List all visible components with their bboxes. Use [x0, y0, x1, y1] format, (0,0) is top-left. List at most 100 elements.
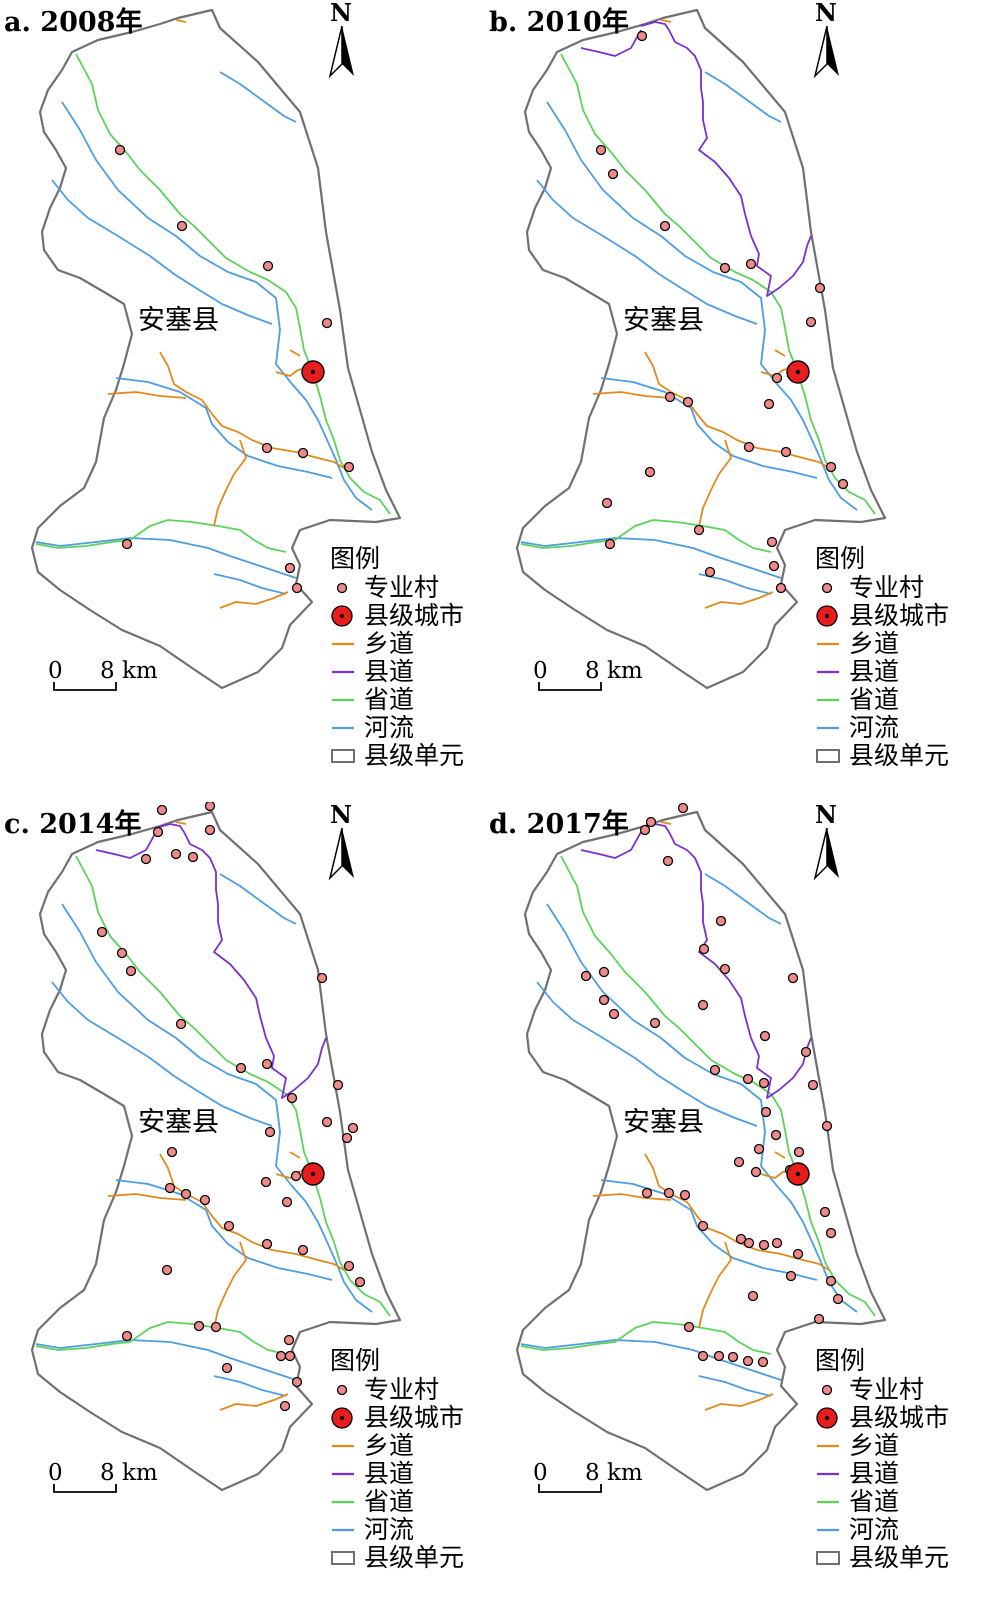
township-road-line [698, 1241, 732, 1329]
north-arrow: N [320, 0, 364, 84]
specialized-village-point [297, 447, 309, 459]
specialized-village-point [771, 1237, 783, 1249]
specialized-village-point [152, 826, 164, 838]
specialized-village-point [727, 1351, 739, 1363]
scale-zero-label: 0 [48, 658, 63, 684]
legend-label: 县级单元 [364, 741, 465, 770]
legend-symbol [821, 1384, 833, 1396]
legend-label: 河流 [849, 713, 900, 742]
specialized-village-point [175, 1018, 187, 1030]
specialized-village-point [682, 396, 694, 408]
specialized-village-point [677, 802, 689, 814]
specialized-village-point [719, 963, 731, 975]
specialized-village-point [697, 999, 709, 1011]
north-arrow-label: N [330, 0, 352, 27]
specialized-village-point [341, 1132, 353, 1144]
township-road-line [592, 391, 672, 399]
specialized-village-point [813, 1313, 825, 1325]
specialized-village-point [758, 1077, 770, 1089]
county-city-marker [786, 1162, 810, 1186]
specialized-village-point [116, 947, 128, 959]
river-line [115, 1179, 333, 1281]
township-road-line [660, 19, 672, 23]
county-city-marker [786, 360, 810, 384]
county-boundary [515, 810, 887, 1492]
legend-item-township-road: 乡道 [330, 630, 500, 658]
township-road-line [107, 1193, 187, 1201]
provincial-road-line [520, 519, 772, 553]
specialized-village-point [792, 1248, 804, 1260]
legend-symbol [332, 642, 354, 646]
specialized-village-point [260, 1176, 272, 1188]
specialized-village-point [715, 915, 727, 927]
township-road-line [704, 591, 774, 609]
legend-symbol [336, 582, 348, 594]
specialized-village-point [261, 442, 273, 454]
county-road-line [640, 823, 812, 1099]
river-line [35, 537, 297, 579]
specialized-village-point [125, 965, 137, 977]
specialized-village-point [262, 260, 274, 272]
river-line [704, 71, 782, 123]
river-line [61, 101, 373, 511]
specialized-village-point [180, 1188, 192, 1200]
specialized-village-point [121, 538, 133, 550]
legend-symbol [816, 749, 840, 763]
specialized-village-point [187, 851, 199, 863]
county-city-marker [301, 1162, 325, 1186]
specialized-village-point [664, 391, 676, 403]
legend-label: 乡道 [364, 629, 415, 658]
scale-distance-label: 8 km [100, 658, 158, 684]
county-road-line [640, 21, 812, 297]
specialized-village-point [747, 1290, 759, 1302]
river-line [536, 981, 758, 1127]
legend-symbol [332, 1444, 354, 1448]
scale-distance-label: 8 km [585, 1460, 643, 1486]
specialized-village-point [604, 538, 616, 550]
specialized-village-point [698, 943, 710, 955]
map-legend: 图例专业村县级城市乡道县道省道河流县级单元 [330, 544, 500, 770]
legend-symbol [821, 582, 833, 594]
township-road-line [175, 821, 187, 825]
specialized-village-point [837, 478, 849, 490]
county-name-label: 安塞县 [138, 1107, 219, 1138]
north-arrow-label: N [815, 0, 837, 27]
legend-symbol [331, 1551, 355, 1565]
specialized-village-point [663, 1187, 675, 1199]
specialized-village-point [807, 1079, 819, 1091]
specialized-village-point [785, 1270, 797, 1282]
north-arrow: N [805, 800, 849, 886]
specialized-village-point [114, 144, 126, 156]
specialized-village-point [645, 816, 657, 828]
legend-label: 专业村 [364, 573, 440, 602]
river-line [61, 903, 373, 1313]
legend-title: 图例 [815, 1346, 866, 1375]
specialized-village-point [742, 1355, 754, 1367]
legend-label: 河流 [849, 1515, 900, 1544]
specialized-village-point [347, 1122, 359, 1134]
specialized-village-point [763, 398, 775, 410]
map-legend: 图例专业村县级城市乡道县道省道河流县级单元 [815, 544, 985, 770]
specialized-village-point [649, 1017, 661, 1029]
specialized-village-point [805, 316, 817, 328]
specialized-village-point [286, 1092, 298, 1104]
specialized-village-point [343, 461, 355, 473]
specialized-village-point [601, 497, 613, 509]
river-line [698, 573, 772, 595]
specialized-village-point [235, 1062, 247, 1074]
panel-title: c. 2014年 [4, 809, 142, 840]
legend-symbol [336, 1384, 348, 1396]
legend-item-provincial-road: 省道 [815, 1488, 985, 1516]
specialized-village-point [204, 802, 216, 812]
township-road-line [289, 1151, 301, 1159]
specialized-village-point [679, 1189, 691, 1201]
legend-label: 县道 [849, 1459, 900, 1488]
specialized-village-point [636, 30, 648, 42]
specialized-village-point [770, 1129, 782, 1141]
township-road-line [644, 351, 830, 469]
specialized-village-point [580, 970, 592, 982]
provincial-road-line [35, 1321, 287, 1355]
specialized-village-point [771, 372, 783, 384]
specialized-village-point [743, 441, 755, 453]
